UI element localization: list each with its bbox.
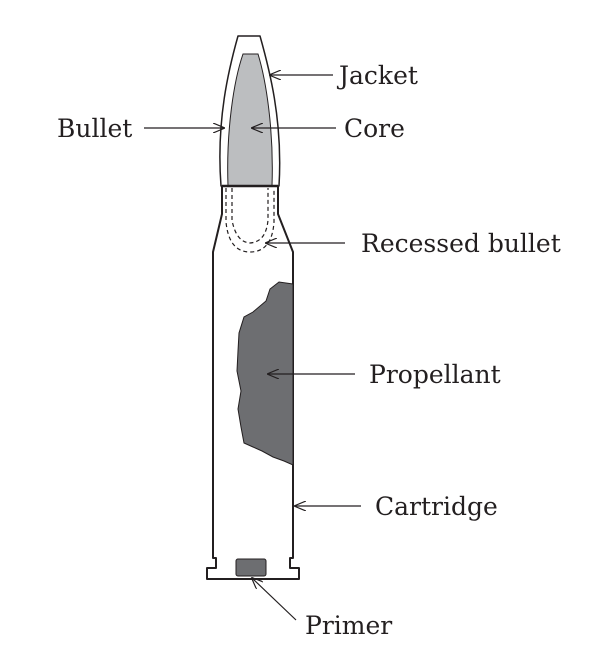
label-jacket: Jacket (336, 61, 418, 90)
recessed-core-outline (231, 188, 269, 244)
label-propellant: Propellant (369, 360, 501, 389)
primer-leader-line (252, 578, 297, 621)
label-recessed-bullet: Recessed bullet (361, 229, 561, 258)
bullet-core (227, 53, 273, 187)
label-cartridge: Cartridge (375, 492, 498, 521)
recessed-bullet-outline (225, 188, 275, 253)
label-bullet: Bullet (57, 114, 132, 143)
label-primer: Primer (305, 611, 392, 640)
label-core: Core (344, 114, 405, 143)
propellant (236, 281, 294, 466)
primer (235, 558, 267, 577)
